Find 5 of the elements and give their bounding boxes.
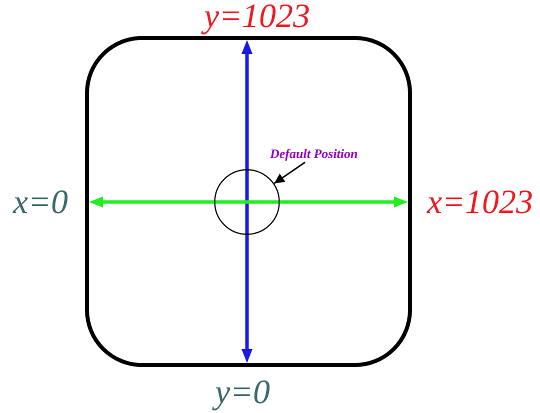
axis-label: x=0 <box>13 186 68 220</box>
axis-label: x=1023 <box>427 186 534 220</box>
callout-text: Default Position <box>270 147 358 162</box>
position-circle <box>214 169 280 235</box>
leader-arrow <box>274 162 306 184</box>
